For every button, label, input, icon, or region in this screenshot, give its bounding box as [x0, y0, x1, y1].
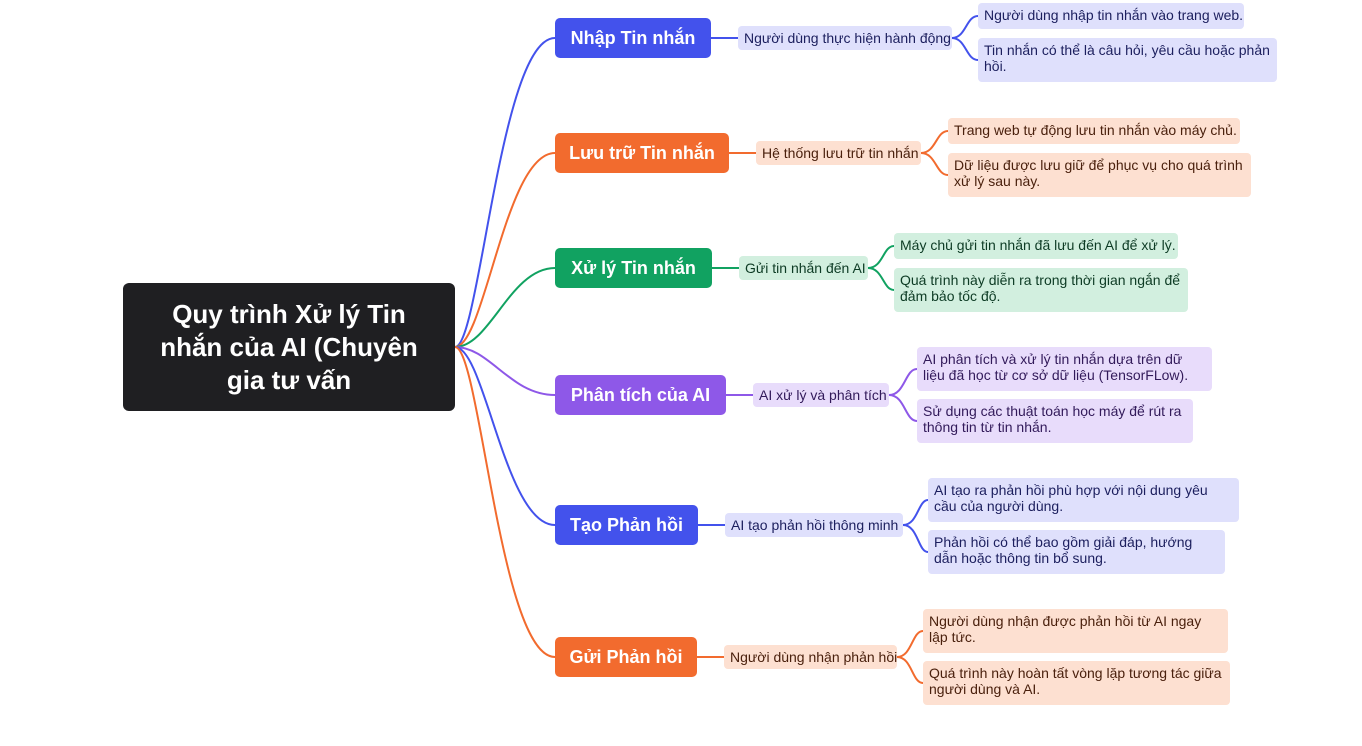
leaf-b3-2[interactable]: Quá trình này diễn ra trong thời gian ng…: [894, 268, 1188, 312]
subtopic-label: Người dùng thực hiện hành động: [744, 30, 951, 46]
leaf-text: Người dùng nhập tin nhắn vào trang web.: [984, 7, 1244, 23]
link-root-b6: [454, 346, 556, 658]
leaf-b2-1[interactable]: Trang web tự động lưu tin nhắn vào máy c…: [948, 118, 1240, 144]
link-b1-leaf1: [951, 15, 979, 39]
branch-title: Gửi Phản hồi: [569, 646, 683, 667]
branch-title: Lưu trữ Tin nhắn: [569, 142, 715, 163]
branch-xu-ly-tin-nhan[interactable]: Xử lý Tin nhắn: [555, 248, 712, 288]
root-title: Quy trình Xử lý Tin nhắn của AI (Chuyên …: [160, 298, 418, 395]
leaf-b5-2[interactable]: Phản hồi có thể bao gồm giải đáp, hướng …: [928, 530, 1225, 574]
subtopic-b2[interactable]: Hệ thống lưu trữ tin nhắn: [756, 141, 921, 165]
branch-tao-phan-hoi[interactable]: Tạo Phản hồi: [555, 505, 698, 545]
leaf-text: Sử dụng các thuật toán học máy để rút ra…: [923, 403, 1182, 435]
subtopic-b5[interactable]: AI tạo phản hồi thông minh: [725, 513, 903, 537]
subtopic-label: AI tạo phản hồi thông minh: [731, 517, 899, 533]
leaf-text: Máy chủ gửi tin nhắn đã lưu đến AI để xử…: [900, 237, 1176, 253]
leaf-b4-2[interactable]: Sử dụng các thuật toán học máy để rút ra…: [917, 399, 1193, 443]
branch-nhap-tin-nhan[interactable]: Nhập Tin nhắn: [555, 18, 711, 58]
leaf-text: Người dùng nhận được phản hồi từ AI ngay…: [929, 613, 1202, 645]
leaf-b1-2[interactable]: Tin nhắn có thể là câu hỏi, yêu cầu hoặc…: [978, 38, 1277, 82]
link-root-b2: [454, 152, 556, 348]
branch-luu-tru-tin-nhan[interactable]: Lưu trữ Tin nhắn: [555, 133, 729, 173]
branch-title: Tạo Phản hồi: [569, 514, 683, 535]
subtopic-b3[interactable]: Gửi tin nhắn đến AI: [739, 256, 868, 280]
leaf-text: Tin nhắn có thể là câu hỏi, yêu cầu hoặc…: [984, 42, 1270, 74]
branch-title: Xử lý Tin nhắn: [571, 257, 696, 278]
subtopic-label: Người dùng nhận phản hồi: [730, 649, 898, 665]
link-b3-leaf2: [867, 267, 895, 291]
link-b5-leaf1: [902, 499, 929, 526]
subtopic-b4[interactable]: AI xử lý và phân tích: [753, 383, 889, 407]
leaf-text: Quá trình này diễn ra trong thời gian ng…: [900, 272, 1181, 304]
leaf-b1-1[interactable]: Người dùng nhập tin nhắn vào trang web.: [978, 3, 1244, 29]
branch-title: Phân tích của AI: [570, 384, 711, 405]
leaf-b5-1[interactable]: AI tạo ra phản hồi phù hợp với nội dung …: [928, 478, 1239, 522]
subtopic-b6[interactable]: Người dùng nhận phản hồi: [724, 645, 897, 669]
leaf-b3-1[interactable]: Máy chủ gửi tin nhắn đã lưu đến AI để xử…: [894, 233, 1178, 259]
branch-gui-phan-hoi[interactable]: Gửi Phản hồi: [555, 637, 697, 677]
link-b2-leaf2: [920, 152, 949, 176]
leaf-text: Phản hồi có thể bao gồm giải đáp, hướng …: [934, 534, 1193, 566]
link-b4-leaf2: [888, 394, 918, 422]
branch-title: Nhập Tin nhắn: [570, 27, 696, 48]
link-b6-leaf2: [896, 656, 924, 684]
leaf-text: AI tạo ra phản hồi phù hợp với nội dung …: [934, 482, 1208, 514]
leaf-text: AI phân tích và xử lý tin nhắn dựa trên …: [923, 351, 1189, 383]
subtopic-b1[interactable]: Người dùng thực hiện hành động: [738, 26, 952, 50]
link-b1-leaf2: [951, 37, 979, 61]
link-b3-leaf1: [867, 245, 895, 269]
leaf-text: Dữ liệu được lưu giữ để phục vụ cho quá …: [954, 157, 1243, 189]
subtopic-label: Gửi tin nhắn đến AI: [745, 260, 866, 276]
link-b6-leaf1: [896, 630, 924, 658]
leaf-b6-2[interactable]: Quá trình này hoàn tất vòng lặp tương tá…: [923, 661, 1230, 705]
leaf-b4-1[interactable]: AI phân tích và xử lý tin nhắn dựa trên …: [917, 347, 1212, 391]
leaf-text: Trang web tự động lưu tin nhắn vào máy c…: [954, 122, 1237, 138]
leaf-text: Quá trình này hoàn tất vòng lặp tương tá…: [929, 665, 1222, 697]
subtopic-label: AI xử lý và phân tích: [759, 387, 887, 403]
link-b5-leaf2: [902, 524, 929, 553]
leaf-b2-2[interactable]: Dữ liệu được lưu giữ để phục vụ cho quá …: [948, 153, 1251, 197]
link-root-b4: [454, 346, 556, 396]
root-topic[interactable]: Quy trình Xử lý Tin nhắn của AI (Chuyên …: [123, 283, 455, 411]
link-root-b3: [454, 267, 556, 348]
link-b4-leaf1: [888, 368, 918, 396]
link-root-b5: [454, 346, 556, 526]
branch-phan-tich-cua-ai[interactable]: Phân tích của AI: [555, 375, 726, 415]
link-root-b1: [454, 37, 556, 348]
link-b2-leaf1: [920, 130, 949, 154]
subtopic-label: Hệ thống lưu trữ tin nhắn: [762, 145, 919, 161]
leaf-b6-1[interactable]: Người dùng nhận được phản hồi từ AI ngay…: [923, 609, 1228, 653]
